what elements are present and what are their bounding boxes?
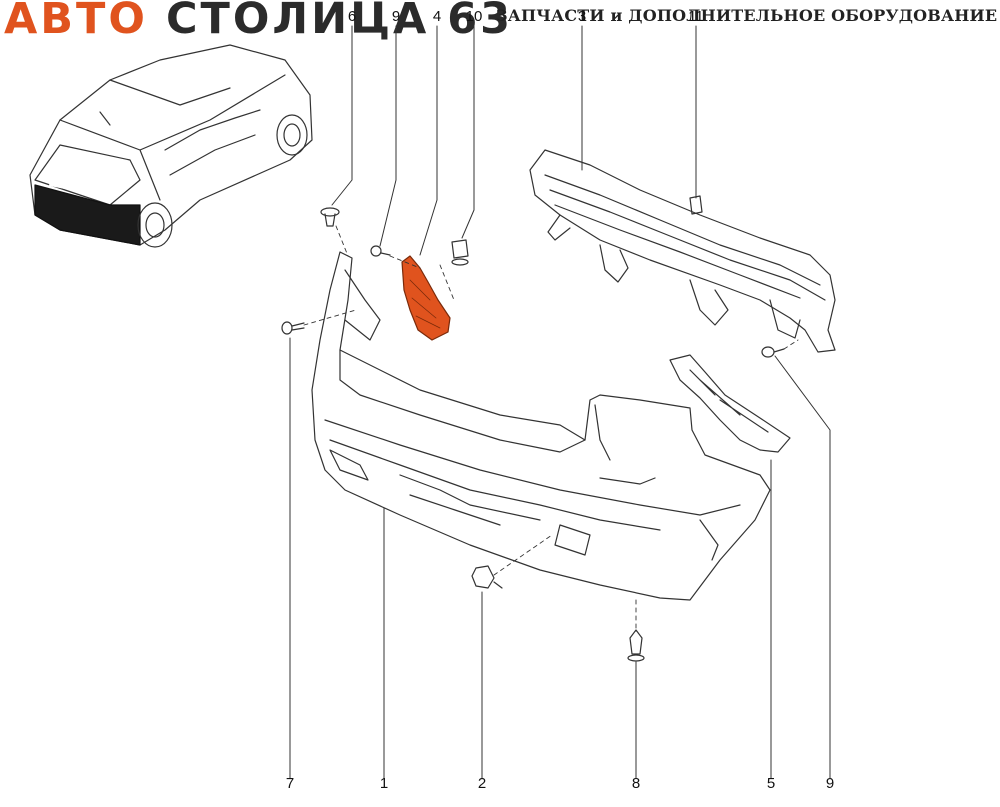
tow-hook-cover-2: [471, 565, 503, 589]
clip-11: [689, 195, 703, 215]
callout-label: 1: [379, 775, 389, 792]
fastener-6: [320, 207, 340, 227]
callout-label: 9: [825, 775, 835, 792]
brand-logo-part1: АВТО: [4, 0, 148, 44]
rear-bumper-beam: [529, 149, 836, 353]
brand-tagline: ЗАПЧАСТИ и ДОПОЛНИТЕЛЬНОЕ ОБОРУДОВАНИЕ: [496, 6, 998, 25]
fastener-9-top: [370, 245, 391, 257]
screw-8: [627, 629, 645, 662]
brand-logo-part2: СТОЛИЦА 63: [165, 0, 514, 44]
vehicle-overview-illustration: [29, 44, 313, 248]
brand-logo: АВТО СТОЛИЦА 63: [4, 0, 513, 44]
callout-label: 2: [477, 775, 487, 792]
fastener-10: [451, 239, 469, 266]
callout-label: 9: [391, 8, 401, 25]
callout-label: 3: [577, 8, 587, 25]
callout-label: 5: [766, 775, 776, 792]
right-bracket: [669, 354, 791, 453]
rear-bumper-cover: [311, 251, 771, 601]
callout-label: 8: [631, 775, 641, 792]
callout-label: 4: [432, 8, 442, 25]
left-bracket-highlighted: [401, 255, 451, 341]
callout-label: 10: [465, 8, 483, 25]
callout-label: 6: [347, 8, 357, 25]
callout-label: 11: [688, 8, 704, 25]
fastener-7: [281, 321, 305, 335]
header: АВТО СТОЛИЦА 63 ЗАПЧАСТИ и ДОПОЛНИТЕЛЬНОЕ…: [0, 0, 1000, 44]
fastener-9-right: [761, 346, 785, 358]
callout-label: 7: [285, 775, 295, 792]
